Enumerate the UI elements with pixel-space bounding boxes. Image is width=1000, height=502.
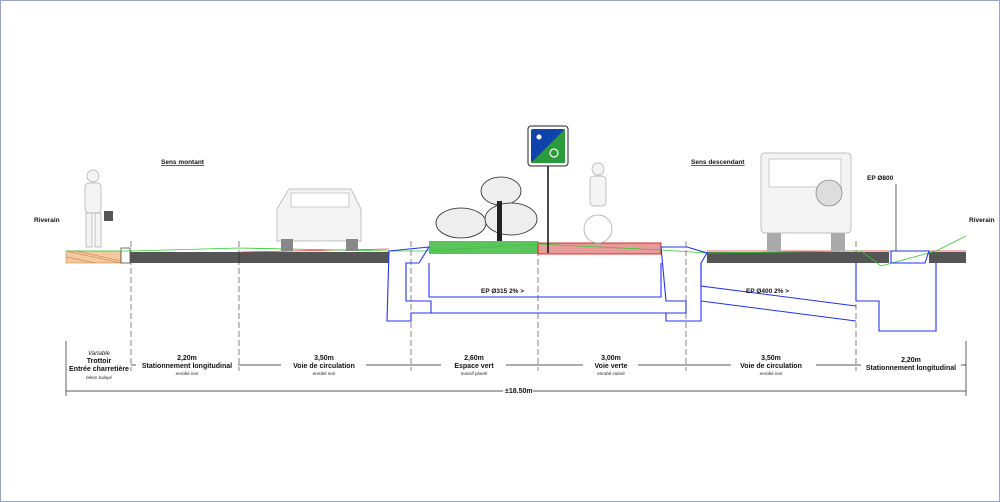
svg-text:Stationnement longitudinal: Stationnement longitudinal — [866, 365, 956, 372]
svg-text:2,60m: 2,60m — [464, 355, 484, 362]
svg-text:béton balayé: béton balayé — [86, 375, 112, 380]
section-stationnement-right: 2,20m Stationnement longitudinal — [866, 357, 956, 372]
svg-text:massif planté: massif planté — [461, 371, 488, 376]
riverain-left-label: Riverain — [34, 217, 60, 224]
drainage-network — [386, 246, 937, 332]
car-figure — [276, 188, 362, 251]
svg-text:enrobé noir: enrobé noir — [760, 371, 783, 376]
svg-text:3,00m: 3,00m — [601, 355, 621, 362]
svg-text:Stationnement longitudinal: Stationnement longitudinal — [142, 363, 232, 370]
road-asphalt-right — [707, 252, 857, 263]
svg-text:Voie verte: Voie verte — [595, 363, 628, 370]
svg-text:Espace vert: Espace vert — [454, 363, 494, 370]
pipe-label-ep400: EP Ø400 2% > — [746, 288, 789, 295]
greenway-sign — [527, 125, 569, 253]
pipe-label-ep800: EP Ø800 — [867, 175, 894, 182]
svg-text:2,20m: 2,20m — [901, 357, 921, 364]
svg-text:Voie de circulation: Voie de circulation — [740, 363, 802, 370]
section-voie-verte: 3,00m Voie verte enrobé coloré — [595, 355, 628, 376]
manhole-right — [855, 250, 937, 332]
curb — [120, 247, 131, 264]
section-voie-circulation-left: 3,50m Voie de circulation enrobé noir — [293, 355, 355, 376]
total-width-label: ±18.50m — [505, 388, 533, 395]
svg-text:Entrée charretière: Entrée charretière — [69, 366, 129, 373]
pedestrian-figure — [84, 169, 113, 248]
sens-montant-label: Sens montant — [161, 159, 205, 166]
section-stationnement-left: 2,20m Stationnement longitudinal enrobé … — [142, 355, 232, 376]
svg-text:Variable: Variable — [88, 351, 110, 357]
section-espace-vert: 2,60m Espace vert massif planté — [454, 355, 494, 376]
suv-figure — [760, 152, 852, 251]
manhole-middle — [660, 246, 708, 322]
parking-asphalt-right — [856, 252, 889, 263]
manhole-left — [386, 246, 432, 322]
svg-text:3,50m: 3,50m — [314, 355, 334, 362]
section-voie-circulation-right: 3,50m Voie de circulation enrobé noir — [740, 355, 802, 376]
svg-text:Voie de circulation: Voie de circulation — [293, 363, 355, 370]
svg-text:enrobé noir: enrobé noir — [176, 371, 199, 376]
svg-text:2,20m: 2,20m — [177, 355, 197, 362]
pipe-label-ep315: EP Ø315 2% > — [481, 288, 524, 295]
sens-descendant-label: Sens descendant — [691, 159, 745, 166]
tree-figure — [435, 176, 538, 241]
svg-text:Trottoir: Trottoir — [87, 358, 112, 365]
parking-asphalt — [130, 252, 389, 263]
svg-text:enrobé coloré: enrobé coloré — [597, 371, 625, 376]
riverain-right-ground — [929, 252, 966, 263]
riverain-right-label: Riverain — [969, 217, 995, 224]
svg-text:enrobé noir: enrobé noir — [313, 371, 336, 376]
section-trottoir: Variable Trottoir Entrée charretière bét… — [69, 351, 129, 380]
cyclist-figure — [583, 162, 613, 244]
svg-text:3,50m: 3,50m — [761, 355, 781, 362]
